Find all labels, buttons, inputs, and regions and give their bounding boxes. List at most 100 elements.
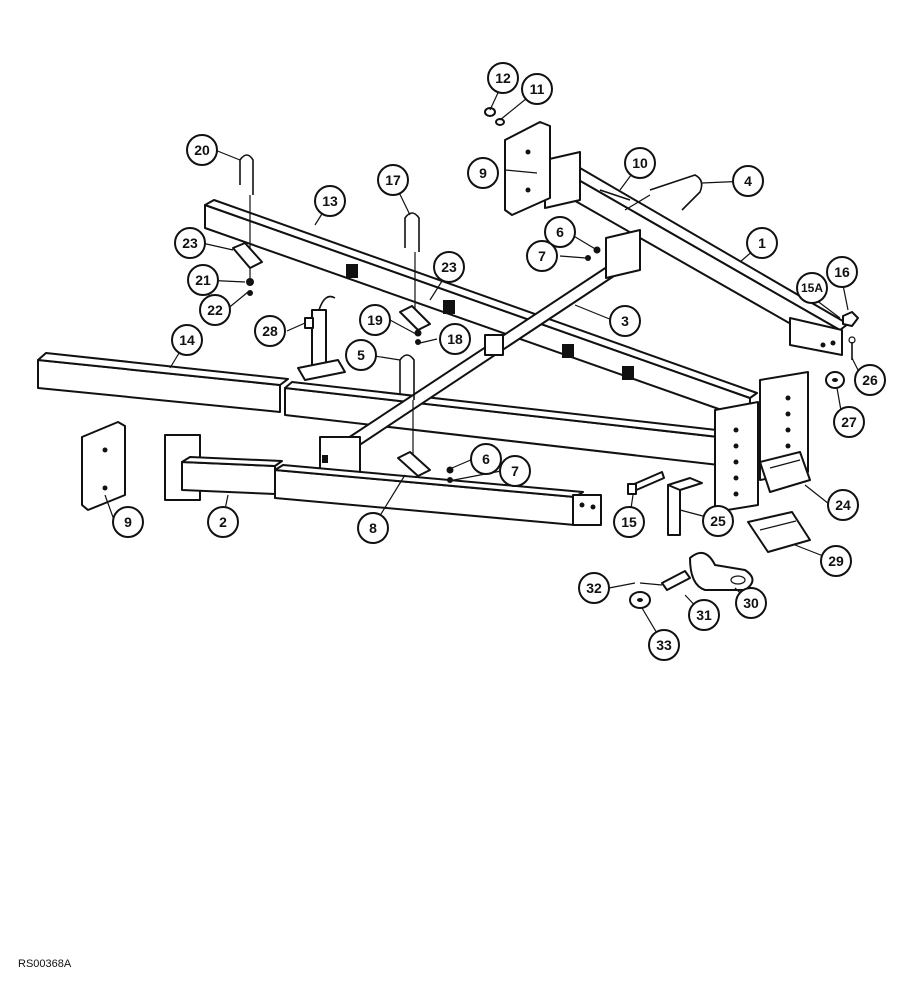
svg-text:25: 25 bbox=[710, 513, 726, 529]
clevis-29 bbox=[747, 511, 811, 553]
callout-7-upper: 7 bbox=[526, 240, 558, 272]
callout-10: 10 bbox=[624, 147, 656, 179]
svg-text:1: 1 bbox=[758, 235, 766, 251]
callout-29: 29 bbox=[820, 545, 852, 577]
callout-3: 3 bbox=[609, 305, 641, 337]
bracket-9-top bbox=[504, 121, 551, 216]
callout-1: 1 bbox=[746, 227, 778, 259]
svg-text:7: 7 bbox=[538, 248, 546, 264]
svg-text:19: 19 bbox=[367, 312, 383, 328]
svg-text:6: 6 bbox=[556, 224, 564, 240]
svg-text:23: 23 bbox=[441, 259, 457, 275]
svg-text:14: 14 bbox=[179, 332, 195, 348]
svg-text:17: 17 bbox=[385, 172, 401, 188]
svg-text:31: 31 bbox=[696, 607, 712, 623]
jack-28 bbox=[297, 295, 346, 381]
callout-23-center: 23 bbox=[433, 251, 465, 283]
beam-14 bbox=[37, 352, 289, 413]
pin-25 bbox=[667, 477, 703, 536]
svg-text:8: 8 bbox=[369, 520, 377, 536]
svg-text:15A: 15A bbox=[801, 281, 823, 295]
callout-20: 20 bbox=[186, 134, 218, 166]
svg-text:28: 28 bbox=[262, 323, 278, 339]
svg-text:6: 6 bbox=[482, 451, 490, 467]
beam-2 bbox=[164, 434, 283, 501]
svg-text:22: 22 bbox=[207, 302, 223, 318]
washer-27 bbox=[825, 371, 845, 389]
bolt-15 bbox=[627, 471, 665, 495]
callout-25: 25 bbox=[702, 505, 734, 537]
bolt-10 bbox=[599, 189, 631, 201]
callout-28: 28 bbox=[254, 315, 286, 347]
figure-code: RS00368A bbox=[18, 958, 72, 970]
bracket-9-left bbox=[81, 421, 126, 511]
svg-text:29: 29 bbox=[828, 553, 844, 569]
svg-text:20: 20 bbox=[194, 142, 210, 158]
svg-text:15: 15 bbox=[621, 514, 637, 530]
clevis-24 bbox=[759, 451, 811, 493]
callout-22: 22 bbox=[199, 294, 231, 326]
svg-text:16: 16 bbox=[834, 264, 850, 280]
callout-32: 32 bbox=[578, 572, 610, 604]
callout-6-upper: 6 bbox=[544, 216, 576, 248]
svg-text:9: 9 bbox=[124, 514, 132, 530]
pin-31 bbox=[639, 570, 691, 591]
callout-24: 24 bbox=[827, 489, 859, 521]
callout-31: 31 bbox=[688, 599, 720, 631]
svg-text:23: 23 bbox=[182, 235, 198, 251]
hitch-ring-30 bbox=[689, 551, 754, 591]
callout-8: 8 bbox=[357, 512, 389, 544]
svg-text:10: 10 bbox=[632, 155, 648, 171]
callout-13: 13 bbox=[314, 185, 346, 217]
tongue-1 bbox=[544, 151, 849, 356]
washer-33 bbox=[629, 591, 651, 609]
callout-14: 14 bbox=[171, 324, 203, 356]
callout-19: 19 bbox=[359, 304, 391, 336]
callout-16: 16 bbox=[826, 256, 858, 288]
svg-text:5: 5 bbox=[357, 347, 365, 363]
svg-text:30: 30 bbox=[743, 595, 759, 611]
svg-text:4: 4 bbox=[744, 173, 752, 189]
callout-17: 17 bbox=[377, 164, 409, 196]
pin-26 bbox=[848, 336, 856, 360]
callout-12: 12 bbox=[487, 62, 519, 94]
svg-text:11: 11 bbox=[530, 81, 545, 97]
svg-text:26: 26 bbox=[862, 372, 878, 388]
callout-15a: 15A bbox=[796, 272, 828, 304]
callout-27: 27 bbox=[833, 406, 865, 438]
clamp-plate-8 bbox=[397, 451, 431, 477]
callout-33: 33 bbox=[648, 629, 680, 661]
callout-15: 15 bbox=[613, 506, 645, 538]
callout-2: 2 bbox=[207, 506, 239, 538]
callout-18: 18 bbox=[439, 323, 471, 355]
svg-text:21: 21 bbox=[195, 272, 211, 288]
svg-text:33: 33 bbox=[656, 637, 672, 653]
u-bolt-17 bbox=[404, 212, 420, 320]
callout-5: 5 bbox=[345, 339, 377, 371]
beam-13 bbox=[204, 199, 758, 421]
svg-text:27: 27 bbox=[841, 414, 857, 430]
svg-text:24: 24 bbox=[835, 497, 851, 513]
svg-text:7: 7 bbox=[511, 463, 519, 479]
callout-23-left: 23 bbox=[174, 227, 206, 259]
u-bolt-4 bbox=[624, 174, 703, 211]
nut-16 bbox=[842, 311, 859, 327]
callout-6-lower: 6 bbox=[470, 443, 502, 475]
svg-text:12: 12 bbox=[495, 70, 511, 86]
svg-text:9: 9 bbox=[479, 165, 487, 181]
callout-21: 21 bbox=[187, 264, 219, 296]
callout-26: 26 bbox=[854, 364, 886, 396]
callouts: 1 2 3 4 5 6 6 7 7 8 9 9 10 11 12 13 14 1… bbox=[112, 62, 886, 661]
parts-drawing bbox=[37, 107, 859, 609]
svg-text:3: 3 bbox=[621, 313, 629, 329]
callout-7-lower: 7 bbox=[499, 455, 531, 487]
callout-9-top: 9 bbox=[467, 157, 499, 189]
clamp-plate-23-left bbox=[232, 242, 263, 269]
callout-11: 11 bbox=[521, 73, 553, 105]
beam-right-lower bbox=[274, 464, 602, 526]
clamp-plate-23-center bbox=[399, 305, 431, 331]
callout-30: 30 bbox=[735, 587, 767, 619]
svg-text:32: 32 bbox=[586, 580, 602, 596]
callout-9-left: 9 bbox=[112, 506, 144, 538]
